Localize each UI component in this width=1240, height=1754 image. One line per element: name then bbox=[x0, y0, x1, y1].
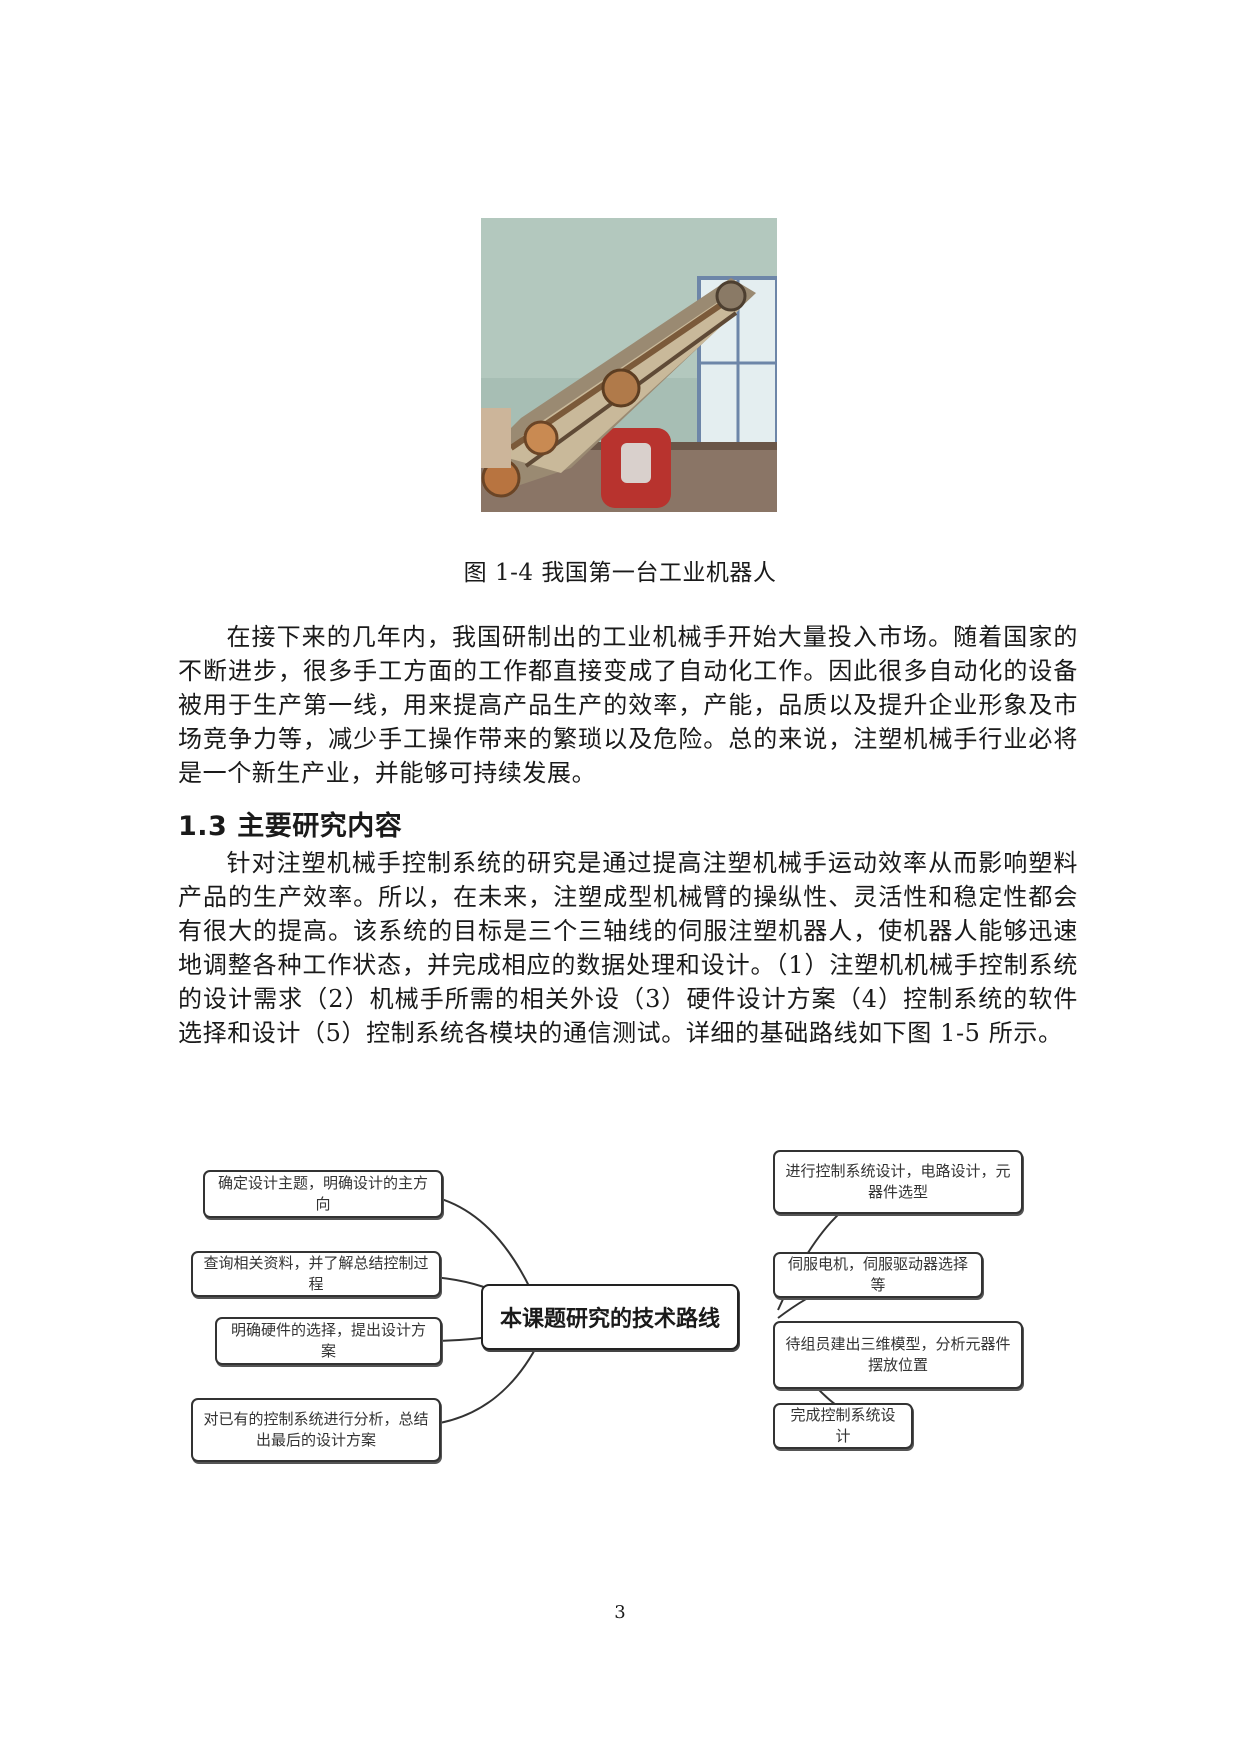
mindmap-right-node-2: 伺服电机，伺服驱动器选择等 bbox=[773, 1252, 983, 1298]
mindmap-right-node-3: 待组员建出三维模型，分析元器件摆放位置 bbox=[773, 1321, 1023, 1389]
page-number: 3 bbox=[614, 1602, 626, 1623]
paragraph-1-text: 在接下来的几年内，我国研制出的工业机械手开始大量投入市场。随着国家的不断进步，很… bbox=[178, 623, 1078, 787]
section-heading: 1.3 主要研究内容 bbox=[178, 811, 403, 842]
technical-roadmap-mindmap: 本课题研究的技术路线 确定设计主题，明确设计的主方向 查询相关资料，并了解总结控… bbox=[185, 1140, 1035, 1490]
mindmap-left-node-3: 明确硬件的选择，提出设计方案 bbox=[215, 1317, 442, 1365]
body-paragraph-1: 在接下来的几年内，我国研制出的工业机械手开始大量投入市场。随着国家的不断进步，很… bbox=[178, 620, 1078, 790]
paragraph-2-text: 针对注塑机械手控制系统的研究是通过提高注塑机械手运动效率从而影响塑料产品的生产效… bbox=[178, 849, 1078, 1047]
figure-caption: 图 1-4 我国第一台工业机器人 bbox=[463, 560, 777, 586]
mindmap-right-node-1: 进行控制系统设计，电路设计，元器件选型 bbox=[773, 1150, 1023, 1214]
body-paragraph-2: 针对注塑机械手控制系统的研究是通过提高注塑机械手运动效率从而影响塑料产品的生产效… bbox=[178, 846, 1078, 1050]
mindmap-right-node-4: 完成控制系统设计 bbox=[773, 1403, 913, 1449]
mindmap-left-node-1: 确定设计主题，明确设计的主方向 bbox=[203, 1170, 443, 1218]
mindmap-left-node-2: 查询相关资料，并了解总结控制过程 bbox=[191, 1251, 441, 1297]
mindmap-left-node-4: 对已有的控制系统进行分析，总结出最后的设计方案 bbox=[191, 1398, 441, 1462]
robot-arm-photo bbox=[481, 218, 777, 512]
mindmap-center-node: 本课题研究的技术路线 bbox=[481, 1284, 739, 1350]
